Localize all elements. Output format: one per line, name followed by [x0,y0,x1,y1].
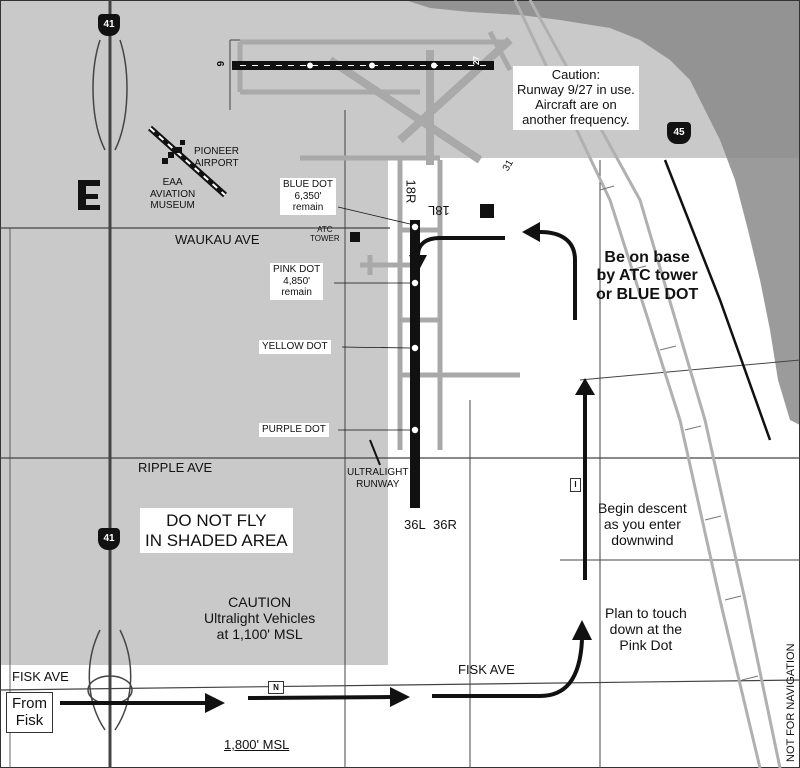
be-on-base-note: Be on base by ATC tower or BLUE DOT [596,249,699,303]
blue-dot-leader [337,206,411,225]
eaa-museum-label: EAA AVIATION MUSEUM [150,177,196,211]
road-marker-i: I [570,478,581,492]
leader-lines [334,206,411,431]
yellow-dot-leader [341,346,411,349]
runway-9-label: 9 [216,60,228,67]
building-east [480,204,494,218]
runway-18l-label: 18L [428,202,450,218]
caution-runway-note: Caution: Runway 9/27 in use. Aircraft ar… [513,66,639,130]
blue-dot-label: BLUE DOT 6,350' remain [280,178,337,215]
dot-9-27-a [307,62,313,69]
not-for-navigation-label: NOT FOR NAVIGATION [785,643,797,762]
altitude-label: 1,800' MSL [224,737,290,752]
yellow-dot-marker [411,344,419,352]
runway-diagonal-2 [397,37,513,143]
pioneer-airport-label: PIONEER AIRPORT [194,146,240,169]
hwy-45-line [663,159,772,441]
pink-dot-marker [411,279,419,287]
waukau-ave-label: WAUKAU AVE [175,232,260,247]
hwy-41-ramps-south [88,629,132,731]
arrow-base-turn [539,230,577,320]
hwy-41-shield-north: 41 [98,14,120,36]
runway-9-27 [232,61,494,70]
runway-27-label: 27 [471,56,481,66]
rail-ties [569,115,759,681]
purple-dot-marker [411,426,419,434]
arrow-inbound-2 [247,695,393,700]
road-marker-n: N [268,681,284,694]
building-west-1 [78,180,86,210]
from-fisk-note: From Fisk [6,692,53,733]
plan-touch-note: Plan to touch down at the Pink Dot [605,605,687,654]
fisk-ave-east-label: FISK AVE [458,662,515,677]
ultralight-runway-label: ULTRALIGHT RUNWAY [347,467,409,490]
pink-dot-label: PINK DOT 4,850' remain [270,263,324,300]
shaded-west [0,158,388,665]
flight-path [60,230,587,705]
atc-tower-symbol [350,232,360,242]
taxiways [237,30,520,450]
hwy-41-ramps-north [92,39,128,151]
dot-9-27-b [369,62,375,69]
blue-dot-marker [411,223,419,231]
arrow-turn-north [432,639,584,698]
begin-descent-note: Begin descent as you enter downwind [598,500,687,549]
runway-diagonal-1 [327,56,483,164]
atc-tower-label: ATC TOWER [310,225,340,244]
ripple-ave-label: RIPPLE AVE [138,460,213,475]
fisk-ave-west-label: FISK AVE [12,669,69,684]
dot-9-27-c [431,62,437,69]
runway-36l-label: 36L [404,517,426,532]
runway-18-36 [410,220,420,508]
yellow-dot-label: YELLOW DOT [259,340,331,354]
rail-1 [513,0,762,768]
landmarks [78,140,494,242]
caution-ultralight-note: CAUTION Ultralight Vehicles at 1,100' MS… [204,594,316,643]
runway-18r-label: 18R [403,179,419,204]
do-not-fly-note: DO NOT FLY IN SHADED AREA [140,508,293,554]
rail-2 [528,0,782,768]
purple-dot-label: PURPLE DOT [259,423,329,437]
fisk-ave [0,679,800,691]
hwy-45-shield: 45 [667,122,691,144]
lake-area [405,0,800,425]
arrow-final-turn [416,236,505,256]
railroad [513,0,782,768]
runway-36r-label: 36R [433,517,457,532]
arrowheads [205,222,595,713]
museum-bldg [168,152,174,158]
hwy-41-shield-south: 41 [98,528,120,550]
ultralight-runway-strip [369,439,381,466]
